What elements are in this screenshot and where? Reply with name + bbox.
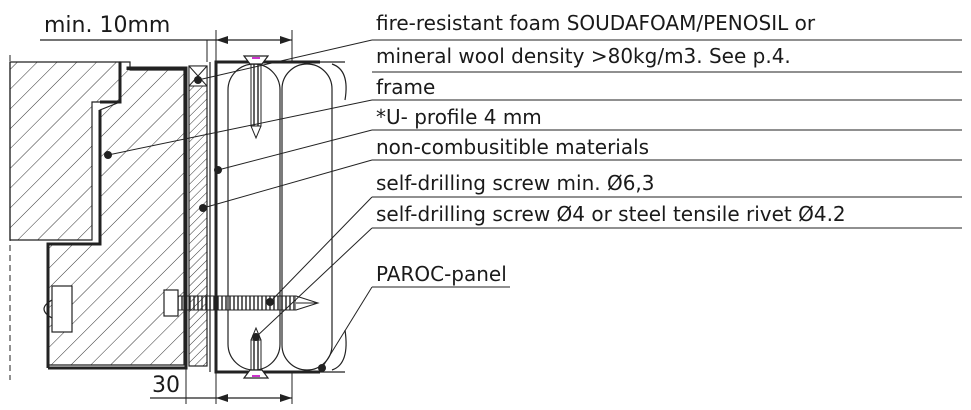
- label-screw-4-rivet: self-drilling screw Ø4 or steel tensile …: [376, 202, 846, 226]
- top-self-drilling-screw: [242, 55, 270, 140]
- leader-dots: [104, 76, 326, 372]
- u-profile: [206, 30, 320, 374]
- label-mineral-wool: mineral wool density >80kg/m3. See p.4.: [376, 44, 791, 68]
- horizontal-self-drilling-screw: [163, 289, 320, 317]
- top-dimension: min. 10mm: [40, 13, 293, 62]
- door-leaf: [43, 61, 188, 370]
- label-fire-resistant-foam: fire-resistant foam SOUDAFOAM/PENOSIL or: [376, 11, 816, 35]
- bottom-dimension: 30: [150, 368, 293, 404]
- label-paroc-panel: PAROC-panel: [376, 262, 507, 286]
- frame-strip: [188, 65, 208, 367]
- paroc-panel-core: [227, 61, 347, 373]
- leader-lines: [107, 39, 962, 369]
- dimension-bottom-label: 30: [152, 373, 180, 398]
- callout-labels: fire-resistant foam SOUDAFOAM/PENOSIL or…: [376, 11, 846, 286]
- dimension-top-label: min. 10mm: [44, 13, 170, 38]
- label-screw-6-3: self-drilling screw min. Ø6,3: [376, 171, 655, 195]
- label-u-profile: *U- profile 4 mm: [376, 105, 542, 129]
- label-frame: frame: [376, 75, 435, 99]
- label-non-combustible: non-combusitible materials: [376, 135, 649, 159]
